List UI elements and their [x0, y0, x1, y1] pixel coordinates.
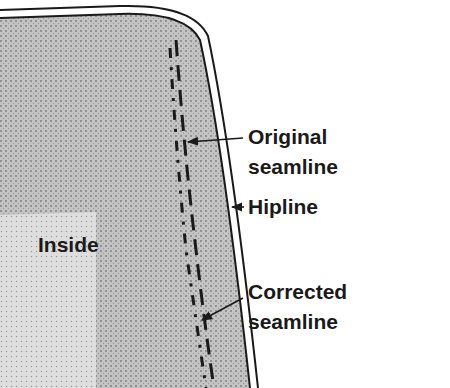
leader-line	[188, 138, 243, 142]
original-seamline	[176, 40, 214, 388]
leader-line	[202, 298, 243, 320]
region-label: Inside	[38, 230, 118, 260]
garment-edge	[0, 14, 250, 388]
callout-label: Hipline	[248, 192, 383, 222]
garment-outer-edge	[0, 6, 258, 388]
callout-label: Corrected seamline	[248, 277, 383, 337]
corrected-seamline	[170, 48, 206, 388]
callout-label: Original seamline	[248, 122, 383, 182]
leader-line	[232, 206, 244, 208]
fabric-piece	[0, 14, 250, 388]
